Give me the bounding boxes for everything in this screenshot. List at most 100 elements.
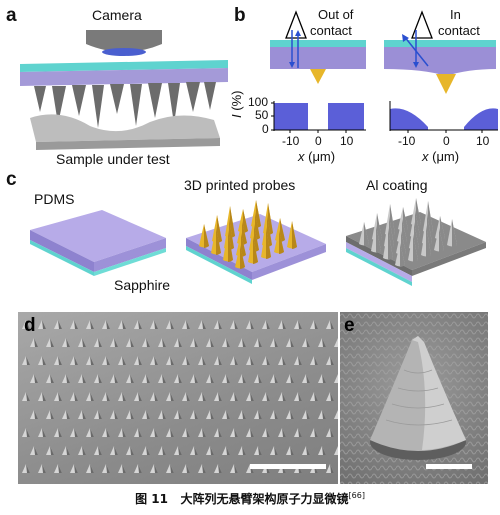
sem-cone-shadow [186,356,190,365]
panel-a-label: a [6,5,17,26]
sem-cone-shadow [50,374,54,383]
sem-cone-shadow [194,410,198,419]
probe-cone-shade [364,222,369,246]
sem-cone-shadow [122,428,126,437]
probe-cone-shade [242,221,247,245]
sem-cone-shadow [138,320,142,329]
sem-cone-shadow [234,392,238,401]
x-axis-symbol-right: x [422,149,429,164]
probe-cone-shade [440,216,445,240]
sem-cone-shadow [90,320,94,329]
probe-cone-shade [402,219,407,243]
sem-cone-shadow [274,446,278,455]
sem-cone-shadow [114,446,118,455]
out-of-contact-line2: contact [310,23,352,38]
probe-cone-shade [416,198,421,226]
sem-cone-shadow [106,464,110,473]
sem-cone-shadow [250,320,254,329]
in-contact-line2: contact [438,23,480,38]
probe-cone-shade [377,213,382,241]
sem-cone-shadow [314,428,318,437]
pdms-label: PDMS [34,191,75,207]
sem-cone-shadow [258,410,262,419]
sem-cone-shadow [178,338,182,347]
sem-cone-shadow [42,392,46,401]
xtick-right-0: 0 [443,134,450,148]
y-axis-label: I (%) [229,91,244,118]
sem-cone-shadow [42,464,46,473]
sem-cone-shadow [162,410,166,419]
probe-cone-shade [452,219,457,247]
sem-cone-shadow [186,428,190,437]
sem-cone-shadow [242,338,246,347]
sem-cone-shadow [58,428,62,437]
sem-cone-shadow [50,446,54,455]
sem-cone-shadow [226,446,230,455]
sem-cone-shadow [282,320,286,329]
sem-cone-shadow [34,410,38,419]
probe-cone-shade [268,203,273,235]
figure-number: 图 11 [135,492,168,506]
sem-cone-shadow [114,410,118,419]
sem-cone-shadow [330,392,334,401]
probe-cone-shade [241,233,246,257]
eye-icon-left [285,10,307,39]
sapphire-right [384,40,496,47]
sem-cone-shadow [74,356,78,365]
x-axis-unit-left: (μm) [304,149,336,164]
sem-cone-shadow [266,320,270,329]
sem-cone-shadow [298,320,302,329]
probe-cone-shade [427,213,432,245]
sem-cone-shadow [314,356,318,365]
sem-cone-shadow [146,410,150,419]
sem-cone-shadow [234,320,238,329]
sem-cone-shadow [74,392,78,401]
sem-cone-shadow [202,320,206,329]
probe-cone-shade [279,230,284,254]
probe-cone-shade [266,227,271,259]
al-coated-slab [346,198,486,286]
sem-cone-shadow [138,428,142,437]
sem-cone-shadow [58,464,62,473]
sem-cone-shadow [154,320,158,329]
y-axis-symbol: I [229,114,244,118]
probe-cone-shade [376,225,381,253]
sem-cone-shadow [82,446,86,455]
sem-cone-shadow [90,392,94,401]
x-axis-unit-right: (μm) [428,149,460,164]
sem-cone-shadow [226,374,230,383]
xtick-left-0: 0 [315,134,322,148]
sem-cone [334,446,338,455]
sem-cone-shadow [170,464,174,473]
probe-cone-shade [230,206,235,238]
sem-cone-shadow [122,356,126,365]
sem-cone-shadow [298,428,302,437]
sem-cone-shadow [66,446,70,455]
sem-cone-shadow [162,338,166,347]
sem-cone-shadow [42,356,46,365]
contact-schematic [270,10,496,94]
sem-cone-shadow [34,338,38,347]
probe-cone-shade [253,236,258,264]
ray-scatter-right [403,35,429,67]
sem-cone-shadow [170,428,174,437]
sem-cone-shadow [306,338,310,347]
probe-left [310,69,326,84]
sem-cone-shadow [186,464,190,473]
sem-cone-shadow [26,464,30,473]
sem-cone-shadow [42,320,46,329]
sem-cone-shadow [146,374,150,383]
probe-cone-shade [240,245,245,269]
sem-cone-shadow [218,464,222,473]
fabrication-steps [30,198,486,286]
right-curve-fill [390,108,428,130]
sem-cone-shadow [122,464,126,473]
probe-cone-shade [428,201,433,233]
sem-cone-shadow [26,356,30,365]
intensity-plot [271,101,498,133]
sem-cone-shadow [138,356,142,365]
sem-cone-shadow [314,392,318,401]
xtick-right-neg10: -10 [398,134,416,148]
panel-b-label: b [234,5,246,26]
sem-cone [334,338,338,347]
